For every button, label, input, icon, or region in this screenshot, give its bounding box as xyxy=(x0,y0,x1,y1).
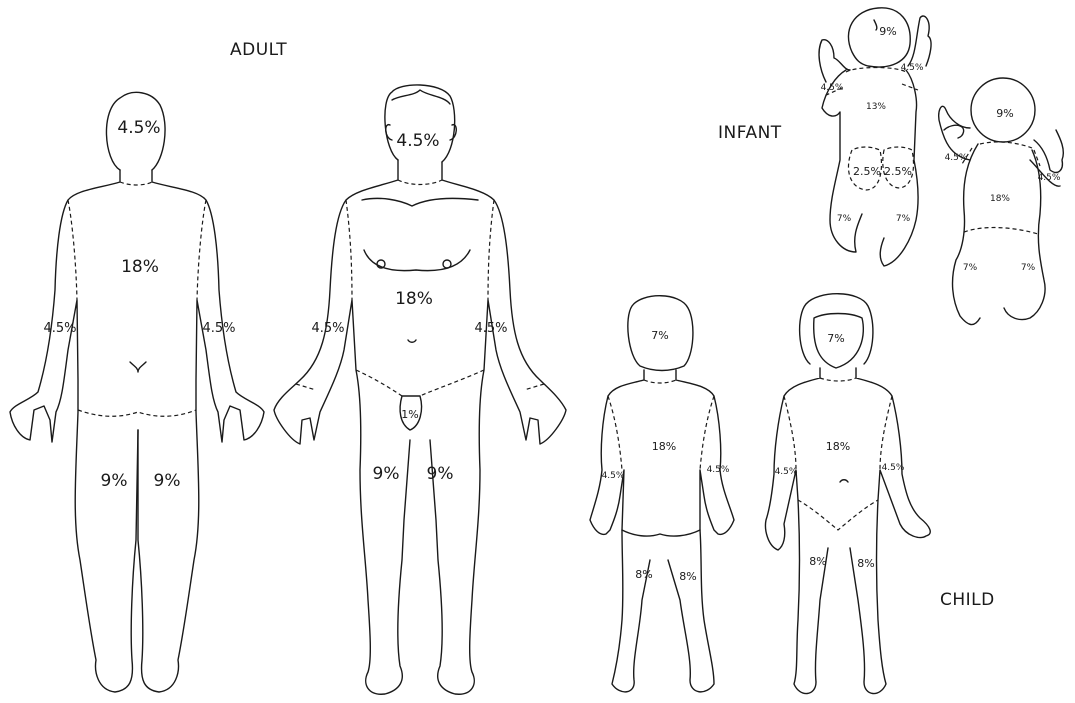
infant-front-right-arm-label: 4.5% xyxy=(901,63,924,73)
infant-front-left-arm-label: 4.5% xyxy=(821,83,844,93)
infant-front-right-leg-label: 7% xyxy=(896,214,911,224)
adult-front-right-leg-label: 9% xyxy=(427,464,454,484)
infant-front-figure: 9% 4.5% 4.5% 13% 2.5% 2.5% 7% 7% xyxy=(819,8,931,266)
infant-back-trunk-label: 18% xyxy=(990,194,1010,204)
child-front-right-leg-label: 8% xyxy=(857,557,874,570)
adult-front-left-arm-label: 4.5% xyxy=(311,321,344,336)
infant-front-right-buttock-label: 2.5% xyxy=(884,165,912,178)
adult-front-figure: 4.5% 18% 4.5% 4.5% 1% 9% 9% xyxy=(274,85,566,694)
infant-back-right-leg-label: 7% xyxy=(1021,263,1036,273)
infant-front-trunk-label: 13% xyxy=(866,102,886,112)
adult-front-trunk-label: 18% xyxy=(395,289,433,309)
infant-back-right-arm-label: 4.5% xyxy=(1038,173,1061,183)
infant-back-head-label: 9% xyxy=(996,107,1013,120)
child-back-figure: 7% 18% 4.5% 4.5% 8% 8% xyxy=(590,296,734,692)
child-front-left-arm-label: 4.5% xyxy=(775,467,798,477)
child-front-left-leg-label: 8% xyxy=(809,555,826,568)
child-back-head-label: 7% xyxy=(651,329,668,342)
child-title: CHILD xyxy=(940,590,995,610)
adult-back-right-arm-label: 4.5% xyxy=(202,321,235,336)
adult-back-trunk-label: 18% xyxy=(121,257,159,277)
child-front-head-label: 7% xyxy=(827,332,844,345)
adult-front-genitals-label: 1% xyxy=(401,408,418,421)
child-front-trunk-label: 18% xyxy=(826,440,850,453)
adult-back-left-arm-label: 4.5% xyxy=(43,321,76,336)
adult-front-left-leg-label: 9% xyxy=(373,464,400,484)
adult-back-right-leg-label: 9% xyxy=(154,471,181,491)
adult-back-left-leg-label: 9% xyxy=(101,471,128,491)
infant-front-head-label: 9% xyxy=(879,25,896,38)
adult-front-right-arm-label: 4.5% xyxy=(474,321,507,336)
adult-back-figure: 4.5% 18% 4.5% 4.5% 9% 9% xyxy=(10,92,264,692)
infant-back-left-leg-label: 7% xyxy=(963,263,978,273)
infant-front-left-buttock-label: 2.5% xyxy=(853,165,881,178)
infant-back-left-arm-label: 4.5% xyxy=(945,153,968,163)
adult-front-head-label: 4.5% xyxy=(396,131,439,151)
adult-title: ADULT xyxy=(230,40,287,60)
child-front-figure: 7% 18% 4.5% 4.5% 8% 8% xyxy=(766,294,931,694)
adult-back-head-label: 4.5% xyxy=(117,118,160,138)
infant-front-left-leg-label: 7% xyxy=(837,214,852,224)
child-back-left-arm-label: 4.5% xyxy=(602,471,625,481)
child-front-right-arm-label: 4.5% xyxy=(882,463,905,473)
child-back-right-arm-label: 4.5% xyxy=(707,465,730,475)
child-back-left-leg-label: 8% xyxy=(635,568,652,581)
infant-title: INFANT xyxy=(718,123,782,143)
infant-back-figure: 9% 4.5% 4.5% 18% 7% 7% xyxy=(939,78,1064,325)
child-back-trunk-label: 18% xyxy=(652,440,676,453)
child-back-right-leg-label: 8% xyxy=(679,570,696,583)
